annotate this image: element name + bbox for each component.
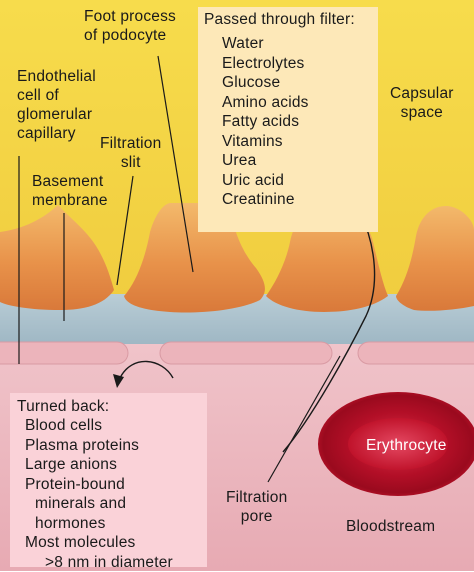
turned-back-item: Large anions <box>17 455 173 475</box>
passed-item: Glucose <box>204 73 309 93</box>
passed-through-filter-box: Passed through filter: Water Electrolyte… <box>198 7 378 232</box>
label-bloodstream: Bloodstream <box>346 517 435 536</box>
passed-through-filter-title: Passed through filter: <box>204 10 355 29</box>
turned-back-list: Blood cells Plasma proteins Large anions… <box>17 416 173 572</box>
passed-item: Water <box>204 34 309 54</box>
turned-back-title: Turned back: <box>17 397 109 416</box>
passed-item: Electrolytes <box>204 54 309 74</box>
passed-item: Fatty acids <box>204 112 309 132</box>
label-erythrocyte: Erythrocyte <box>366 436 447 455</box>
passed-item: Uric acid <box>204 171 309 191</box>
turned-back-item: hormones <box>17 514 173 534</box>
passed-through-filter-list: Water Electrolytes Glucose Amino acids F… <box>204 34 309 210</box>
turned-back-item: >8 nm in diameter <box>17 553 173 572</box>
turned-back-item: Plasma proteins <box>17 436 173 456</box>
endothelial-cells <box>0 342 474 364</box>
endothelial-cell-2 <box>160 342 332 364</box>
turned-back-item: Blood cells <box>17 416 173 436</box>
passed-item: Amino acids <box>204 93 309 113</box>
endothelial-cell-3 <box>358 342 474 364</box>
passed-item: Creatinine <box>204 190 309 210</box>
turned-back-box: Turned back: Blood cells Plasma proteins… <box>10 393 207 567</box>
turned-back-item: Protein-bound <box>17 475 173 495</box>
turned-back-item: minerals and <box>17 494 173 514</box>
passed-item: Vitamins <box>204 132 309 152</box>
turned-back-item: Most molecules <box>17 533 173 553</box>
passed-item: Urea <box>204 151 309 171</box>
